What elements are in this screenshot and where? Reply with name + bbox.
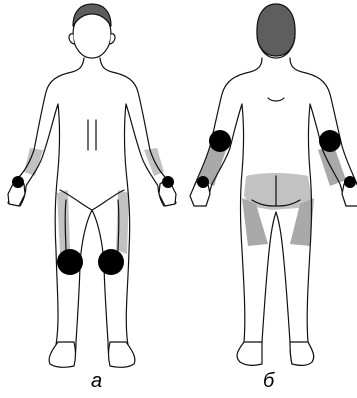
front-left-thigh-shading bbox=[57, 190, 70, 254]
back-left-elbow-marker bbox=[209, 130, 231, 152]
front-right-knee-marker bbox=[98, 249, 124, 275]
back-hair bbox=[257, 4, 295, 56]
back-right-forearm-shading bbox=[318, 146, 346, 186]
front-right-wrist-marker bbox=[162, 176, 174, 188]
front-right-foot bbox=[109, 342, 135, 367]
back-body-outline bbox=[193, 58, 357, 364]
front-groin-line bbox=[60, 190, 124, 210]
back-left-wrist-marker bbox=[197, 176, 209, 188]
front-left-wrist-marker bbox=[12, 176, 24, 188]
front-markers bbox=[12, 176, 174, 275]
front-body-outline bbox=[8, 58, 176, 366]
panel-label-front: а bbox=[91, 370, 102, 393]
front-left-foot bbox=[49, 342, 75, 367]
back-right-foot bbox=[290, 342, 314, 365]
front-left-knee-marker bbox=[57, 249, 83, 275]
back-right-wrist-marker bbox=[344, 176, 356, 188]
back-view-figure bbox=[190, 4, 357, 365]
back-right-elbow-marker bbox=[319, 130, 341, 152]
panel-label-back: б bbox=[263, 370, 274, 393]
front-view-figure bbox=[8, 4, 176, 367]
back-left-foot bbox=[237, 342, 262, 365]
